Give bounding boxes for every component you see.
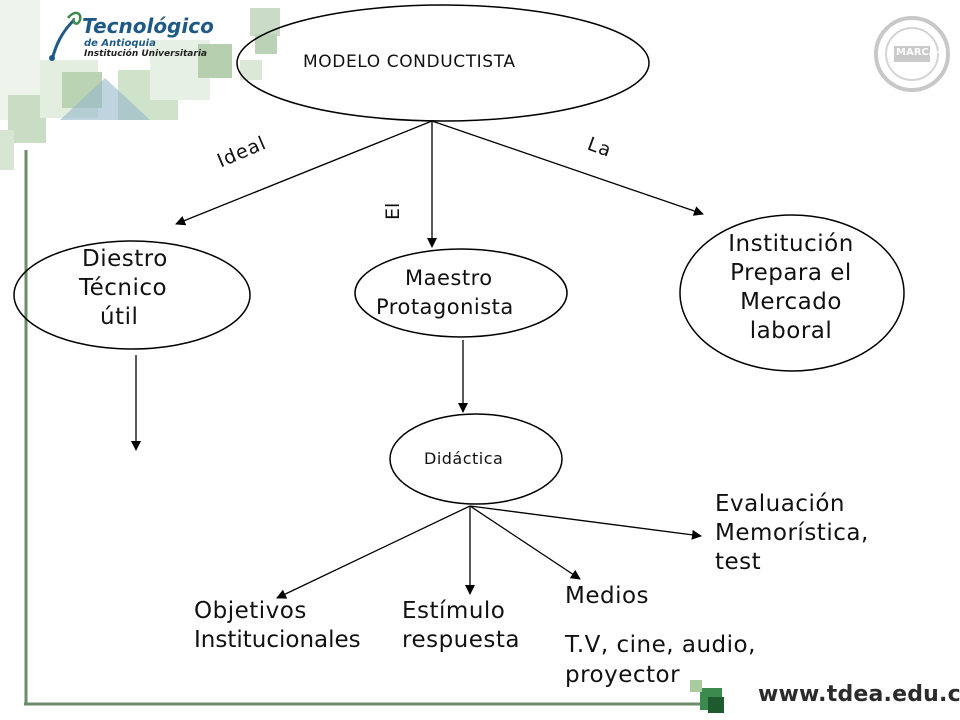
root-node-label: MODELO CONDUCTISTA	[303, 52, 516, 72]
root-ellipse	[236, 4, 650, 122]
leaf-evaluacion: Evaluación Memorística, test	[715, 490, 945, 577]
leaf-medios-body: T.V, cine, audio, proyector	[565, 630, 805, 690]
seal-text: MARCA-T	[896, 47, 946, 58]
left-node-line-3: útil	[100, 304, 139, 330]
left-node-label: Diestro Técnico útil	[70, 245, 220, 332]
leaf-evaluacion-line-2: Memorística,	[715, 520, 869, 546]
didactica-ellipse	[389, 413, 563, 505]
leaf-medios-line-1: T.V, cine, audio,	[565, 632, 756, 658]
left-node-ellipse	[13, 240, 251, 350]
middle-node-label: Maestro Protagonista	[370, 264, 560, 322]
logo-sub1: de Antioquia	[84, 38, 156, 49]
leaf-evaluacion-line-1: Evaluación	[715, 491, 845, 517]
arrow-to-evaluacion	[469, 505, 702, 540]
arrow-root-right	[431, 120, 704, 216]
logo-torch-icon	[49, 11, 82, 61]
right-node-label: Institución Prepara el Mercado laboral	[700, 230, 882, 346]
leaf-objetivos-line-2: Institucionales	[194, 627, 361, 653]
footer-url-link[interactable]: www.tdea.edu.co	[758, 682, 960, 707]
leaf-objetivos: Objetivos Institucionales	[194, 597, 394, 655]
logo-name: Tecnológico	[82, 14, 214, 38]
right-node-line-1: Institución	[728, 231, 854, 257]
left-node-line-2: Técnico	[79, 275, 168, 301]
leaf-medios-title: Medios	[565, 583, 650, 609]
didactica-node-label: Didáctica	[424, 449, 504, 468]
leaf-estimulo-line-2: respuesta	[402, 627, 521, 653]
right-node-line-3: Mercado	[740, 289, 842, 315]
quality-seal: MARCA-T	[872, 14, 952, 94]
edge-label-middle: El	[382, 202, 404, 220]
arrow-to-medios	[469, 505, 581, 580]
leaf-evaluacion-line-3: test	[715, 549, 762, 575]
leaf-estimulo: Estímulo respuesta	[402, 597, 552, 655]
middle-node-line-2: Protagonista	[376, 295, 514, 319]
leaf-medios-line-2: proyector	[565, 662, 681, 688]
right-node-line-2: Prepara el	[730, 260, 852, 286]
right-node-line-4: laboral	[749, 318, 833, 344]
right-node-ellipse	[679, 214, 905, 372]
left-node-line-1: Diestro	[82, 246, 168, 272]
arrow-to-objetivos	[276, 505, 471, 599]
middle-node-line-1: Maestro	[405, 266, 493, 290]
logo-sub2: Institución Universitaria	[84, 49, 207, 59]
leaf-estimulo-line-1: Estímulo	[402, 598, 506, 624]
middle-node-ellipse	[354, 248, 568, 338]
arrow-root-left	[175, 120, 433, 226]
institution-logo: Tecnológico de Antioquia Institución Uni…	[38, 8, 218, 64]
leaf-objetivos-line-1: Objetivos	[194, 598, 307, 624]
